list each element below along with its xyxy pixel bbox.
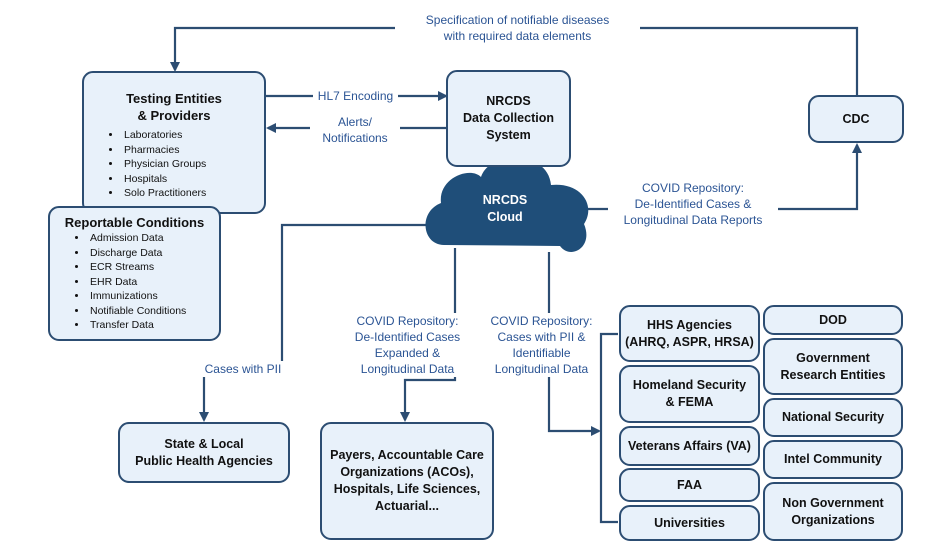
dod-box: DOD (763, 305, 903, 335)
state-local-box: State & Local Public Health Agencies (118, 422, 290, 483)
testing-entities-list: LaboratoriesPharmaciesPhysician GroupsHo… (84, 128, 264, 201)
nrcds-system-box: NRCDS Data Collection System (446, 70, 571, 167)
list-item: Admission Data (88, 231, 219, 246)
covid-pii-arrow (547, 252, 601, 436)
list-item: Discharge Data (88, 246, 219, 261)
list-item: Notifiable Conditions (88, 304, 219, 319)
universities-box: Universities (619, 505, 760, 541)
agency-bracket (599, 332, 618, 524)
reportable-conditions-title: Reportable Conditions (64, 215, 205, 230)
list-item: EHR Data (88, 275, 219, 290)
list-item: Transfer Data (88, 318, 219, 333)
faa-box: FAA (619, 468, 760, 502)
list-item: Hospitals (122, 172, 264, 187)
testing-entities-title: Testing Entities & Providers (126, 91, 222, 123)
testing-entities-box: Testing Entities & Providers Laboratorie… (82, 71, 266, 214)
cloud-label: NRCDS Cloud (482, 193, 528, 224)
list-item: Immunizations (88, 289, 219, 304)
list-item: Solo Practitioners (122, 186, 264, 201)
veterans-affairs-box: Veterans Affairs (VA) (619, 426, 760, 466)
intel-community-box: Intel Community (763, 440, 903, 479)
non-government-box: Non Government Organizations (763, 482, 903, 541)
hhs-agencies-box: HHS Agencies (AHRQ, ASPR, HRSA) (619, 305, 760, 362)
alerts-label: Alerts/Notifications (310, 114, 400, 146)
reportable-conditions-list: Admission DataDischarge DataECR StreamsE… (50, 231, 219, 333)
list-item: Physician Groups (122, 157, 264, 172)
homeland-security-box: Homeland Security & FEMA (619, 365, 760, 423)
covid-cdc-label: COVID Repository:De-Identified Cases &Lo… (608, 180, 778, 228)
reportable-conditions-box: Reportable Conditions Admission DataDisc… (48, 206, 221, 341)
national-security-box: National Security (763, 398, 903, 437)
covid-pii-label: COVID Repository:Cases with PII &Identif… (484, 313, 599, 377)
payers-box: Payers, Accountable Care Organizations (… (320, 422, 494, 540)
list-item: Laboratories (122, 128, 264, 143)
cases-pii-label: Cases with PII (200, 361, 286, 377)
hl7-label: HL7 Encoding (313, 88, 398, 104)
cdc-box: CDC (808, 95, 904, 143)
list-item: ECR Streams (88, 260, 219, 275)
government-research-box: Government Research Entities (763, 338, 903, 395)
list-item: Pharmacies (122, 143, 264, 158)
cloud-shape (425, 157, 589, 252)
